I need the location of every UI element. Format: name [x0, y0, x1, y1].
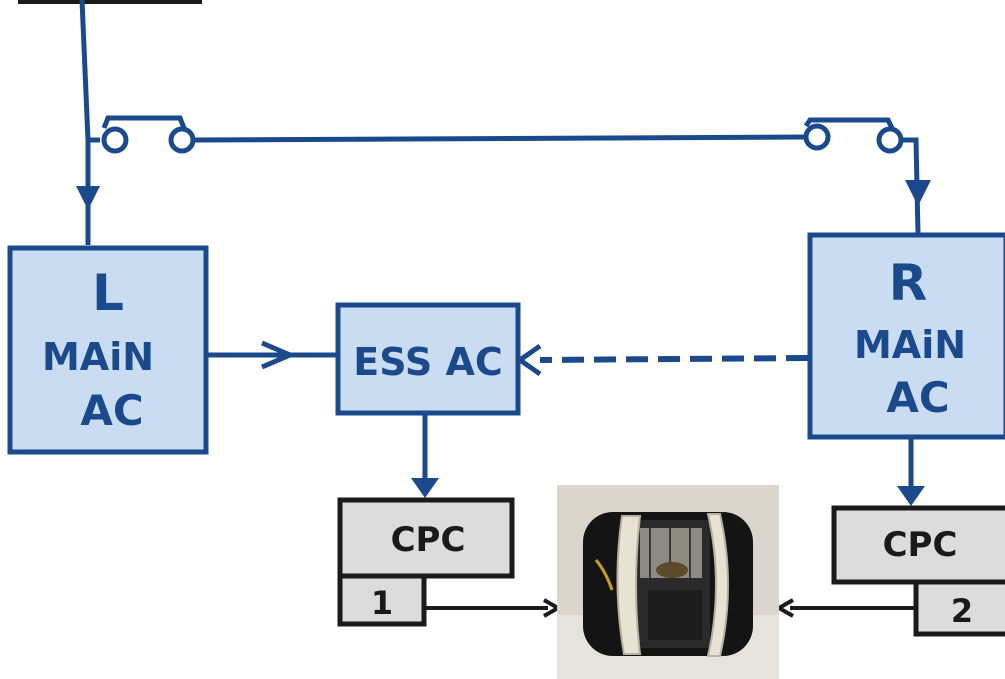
- cpc2-label: CPC: [883, 525, 958, 565]
- left-main-ac-line1: L: [92, 264, 124, 322]
- right-main-ac-box: [807, 232, 1005, 440]
- left-contact-bar: [101, 115, 187, 129]
- right-main-ac-line3: AC: [886, 373, 949, 422]
- cpc2-box: [831, 505, 1005, 585]
- left-feed-line: [79, 0, 91, 245]
- valve-right-door: [706, 513, 729, 657]
- left-feed-arrowhead: [76, 186, 100, 210]
- top-source-box-stub: [18, 0, 202, 4]
- right-to-ess-arrowhead: [515, 343, 542, 377]
- left-main-ac-box: [7, 245, 209, 455]
- left-main-ac-line2: MAiN: [42, 335, 154, 379]
- tie-bus-line: [192, 134, 807, 143]
- ess-ac-label: ESS AC: [353, 340, 503, 384]
- right-main-ac-line2: MAiN: [854, 323, 966, 367]
- right-contact-a-icon: [803, 123, 831, 151]
- left-main-ac-line3: AC: [80, 386, 143, 435]
- right-main-ac-line1: R: [889, 254, 928, 312]
- valve-left-door: [616, 515, 642, 655]
- cpc1-label: CPC: [391, 520, 466, 560]
- right-feed-arrowhead: [905, 180, 931, 206]
- ess-to-cpc1-arrowhead: [411, 478, 439, 498]
- left-contact-a-icon: [101, 126, 129, 154]
- right-contact-bar: [803, 117, 895, 130]
- cpc1-number-box: [337, 573, 427, 627]
- right-to-ess-dashed-line: [539, 355, 809, 363]
- valve-actuator: [656, 562, 688, 578]
- valve-lower-panel: [648, 590, 702, 640]
- valve-wire: [594, 559, 614, 591]
- cpc1-number: 1: [371, 584, 393, 622]
- outflow-valve-photo: [557, 485, 779, 679]
- cpc1-box: [337, 497, 515, 579]
- right-to-cpc2-arrowhead: [897, 486, 925, 506]
- left-contact-b-icon: [168, 126, 196, 154]
- cpc2-number: 2: [951, 592, 973, 630]
- right-contact-b-icon: [876, 126, 904, 154]
- left-to-ess-arrowhead: [261, 340, 297, 370]
